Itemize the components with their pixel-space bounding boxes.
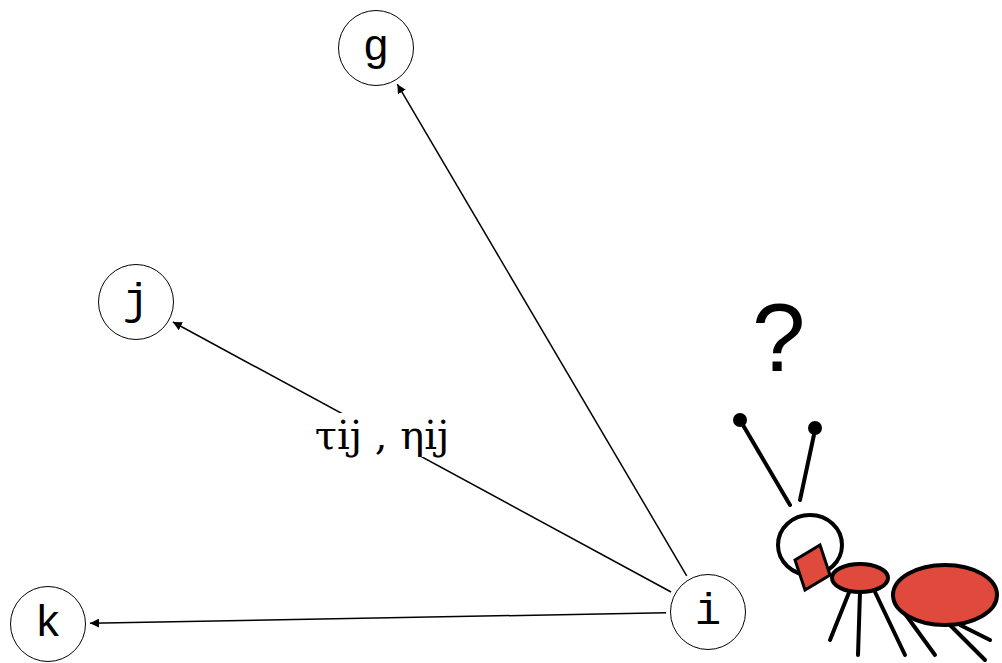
ant-abdomen bbox=[893, 565, 997, 625]
antenna-tip bbox=[808, 421, 822, 435]
node-circle: j bbox=[98, 264, 174, 340]
ant-thorax bbox=[832, 564, 888, 592]
node-circle: k bbox=[10, 586, 86, 662]
arrow-connector bbox=[397, 84, 686, 576]
node-label: g bbox=[363, 26, 389, 70]
node-label: j bbox=[123, 280, 149, 324]
node-label: k bbox=[35, 602, 61, 646]
antenna-tip bbox=[733, 413, 747, 427]
edge-label: τij , ηij bbox=[311, 413, 454, 457]
arrow-connector bbox=[90, 613, 666, 623]
ant-jaw bbox=[795, 545, 830, 590]
node-circle: g bbox=[338, 10, 414, 86]
node-circle: i bbox=[670, 574, 746, 650]
node-label: i bbox=[695, 590, 721, 634]
question-mark: ? bbox=[752, 290, 805, 386]
arrow-connector bbox=[173, 322, 671, 592]
